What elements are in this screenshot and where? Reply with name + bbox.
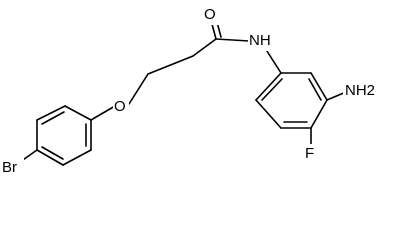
atom-label-ether-oxygen: O — [114, 98, 126, 115]
bond-ring2-5 — [255, 99, 282, 129]
atom-label-carbonyl-oxygen: O — [204, 6, 216, 23]
bond-lines — [19, 21, 347, 166]
bond-ring2-6 — [255, 72, 282, 101]
bond-c-nh2 — [326, 91, 347, 101]
atom-label-bromine: Br — [2, 159, 17, 176]
atom-label-fluorine: F — [305, 145, 314, 162]
atom-label-amino-nh2: NH2 — [345, 82, 375, 99]
bond-o-ch2 — [128, 73, 149, 105]
bond-ring1-inner-1 — [41, 111, 65, 125]
bond-n-ring2 — [264, 47, 282, 74]
atom-labels: O NH O NH2 F Br — [0, 5, 389, 180]
bond-ch2-ch2 — [147, 55, 194, 75]
bond-ring2-3 — [310, 99, 328, 129]
bond-carbonyl-n — [215, 38, 250, 42]
bond-ring1-1 — [64, 105, 92, 121]
bond-ring2-inner-3 — [261, 78, 283, 101]
bond-carbonyl-o-1 — [211, 23, 217, 40]
chemical-structure-diagram: O NH O NH2 F Br — [0, 5, 389, 180]
atom-label-amide-nh: NH — [249, 32, 271, 49]
bond-ring2-2 — [310, 72, 328, 101]
bond-ring1-2 — [36, 105, 66, 121]
bond-ring1-5 — [62, 149, 92, 166]
bond-ring1-inner-2 — [41, 146, 64, 160]
bond-ring1-4 — [36, 149, 64, 166]
bond-ch2-carbonyl — [192, 38, 217, 57]
bond-ring1-o — [90, 105, 116, 121]
bond-ring2-inner-1 — [308, 78, 322, 101]
